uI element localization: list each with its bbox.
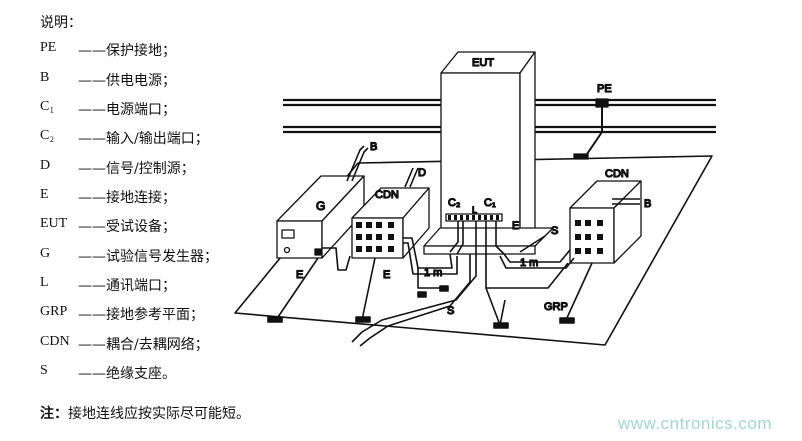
label-s-right: S [551, 225, 558, 237]
watermark: www.cntronics.com [618, 414, 772, 433]
label-pe: PE [597, 83, 612, 95]
legend-abbr: GRP [40, 304, 68, 319]
legend-desc: ——电源端口； [78, 102, 176, 118]
legend-abbr: EUT [40, 216, 68, 231]
legend-desc: ——通讯端口； [78, 278, 176, 294]
label-g: G [316, 199, 325, 213]
label-e-cdn: E [383, 269, 390, 281]
cdn-right-to-b-cable [612, 198, 640, 205]
cable-left-1m [403, 237, 458, 289]
legend-abbr: C₂ [40, 128, 55, 143]
label-1m-left: 1 m [424, 267, 442, 279]
legend-desc: ——输入/输出端口； [78, 131, 209, 147]
legend-desc: ——试验信号发生器； [78, 249, 218, 265]
generator-lead [322, 247, 351, 271]
legend-abbr: G [40, 246, 51, 261]
label-s-bottom: S [447, 305, 454, 317]
eut-port-cables [449, 221, 505, 255]
label-c2: C₂ [448, 197, 460, 209]
legend-desc: ——受试设备； [78, 219, 176, 235]
label-1m-right: 1 m [520, 257, 538, 269]
eut-port-strip [445, 213, 503, 222]
legend-title: 说明： [40, 15, 82, 31]
cdn-right-box [569, 180, 642, 264]
note-text: 接地连线应按实际尽可能短。 [68, 406, 250, 422]
legend-desc: ——绝缘支座。 [78, 366, 176, 382]
label-b-top: B [370, 141, 377, 153]
legend-abbr: S [40, 363, 48, 378]
label-grp: GRP [544, 301, 568, 313]
legend-abbr: B [40, 70, 50, 85]
front-cable-bundle [351, 252, 477, 347]
legend-abbr: E [40, 187, 49, 202]
legend-desc: ——耦合/去耦网络； [78, 337, 209, 353]
legend-abbr: L [40, 275, 49, 290]
insulating-support [423, 227, 554, 255]
legend-abbr: D [40, 158, 51, 173]
label-cdn-right: CDN [605, 168, 629, 180]
supply-and-signal-leads [346, 145, 419, 188]
legend-desc: ——信号/控制源； [78, 161, 195, 177]
label-e-generator: E [296, 269, 303, 281]
label-b-right: B [644, 198, 651, 210]
legend-abbr: PE [40, 40, 57, 55]
label-cdn-left: CDN [375, 189, 399, 201]
note-prefix: 注： [40, 406, 68, 422]
pe-cables [283, 98, 716, 134]
label-l: L [472, 205, 477, 215]
ground-straps [267, 235, 593, 329]
legend-note: 注：接地连线应按实际尽可能短。 [40, 403, 250, 423]
generator-box [276, 175, 365, 259]
label-d: D [418, 167, 426, 179]
cable-right-1m [485, 249, 575, 289]
legend-abbr: CDN [40, 334, 70, 349]
pe-ground-drop [573, 98, 609, 160]
legend-abbr: C₁ [40, 99, 55, 114]
legend-desc: ——保护接地； [78, 43, 176, 59]
label-eut: EUT [472, 57, 494, 69]
cdn-left-box [351, 187, 430, 259]
label-c1: C₁ [484, 197, 496, 209]
legend-desc: ——接地连接； [78, 190, 176, 206]
label-e-eut: E [512, 220, 519, 232]
legend-desc: ——接地参考平面； [78, 307, 204, 323]
legend-desc: ——供电电源； [78, 73, 176, 89]
